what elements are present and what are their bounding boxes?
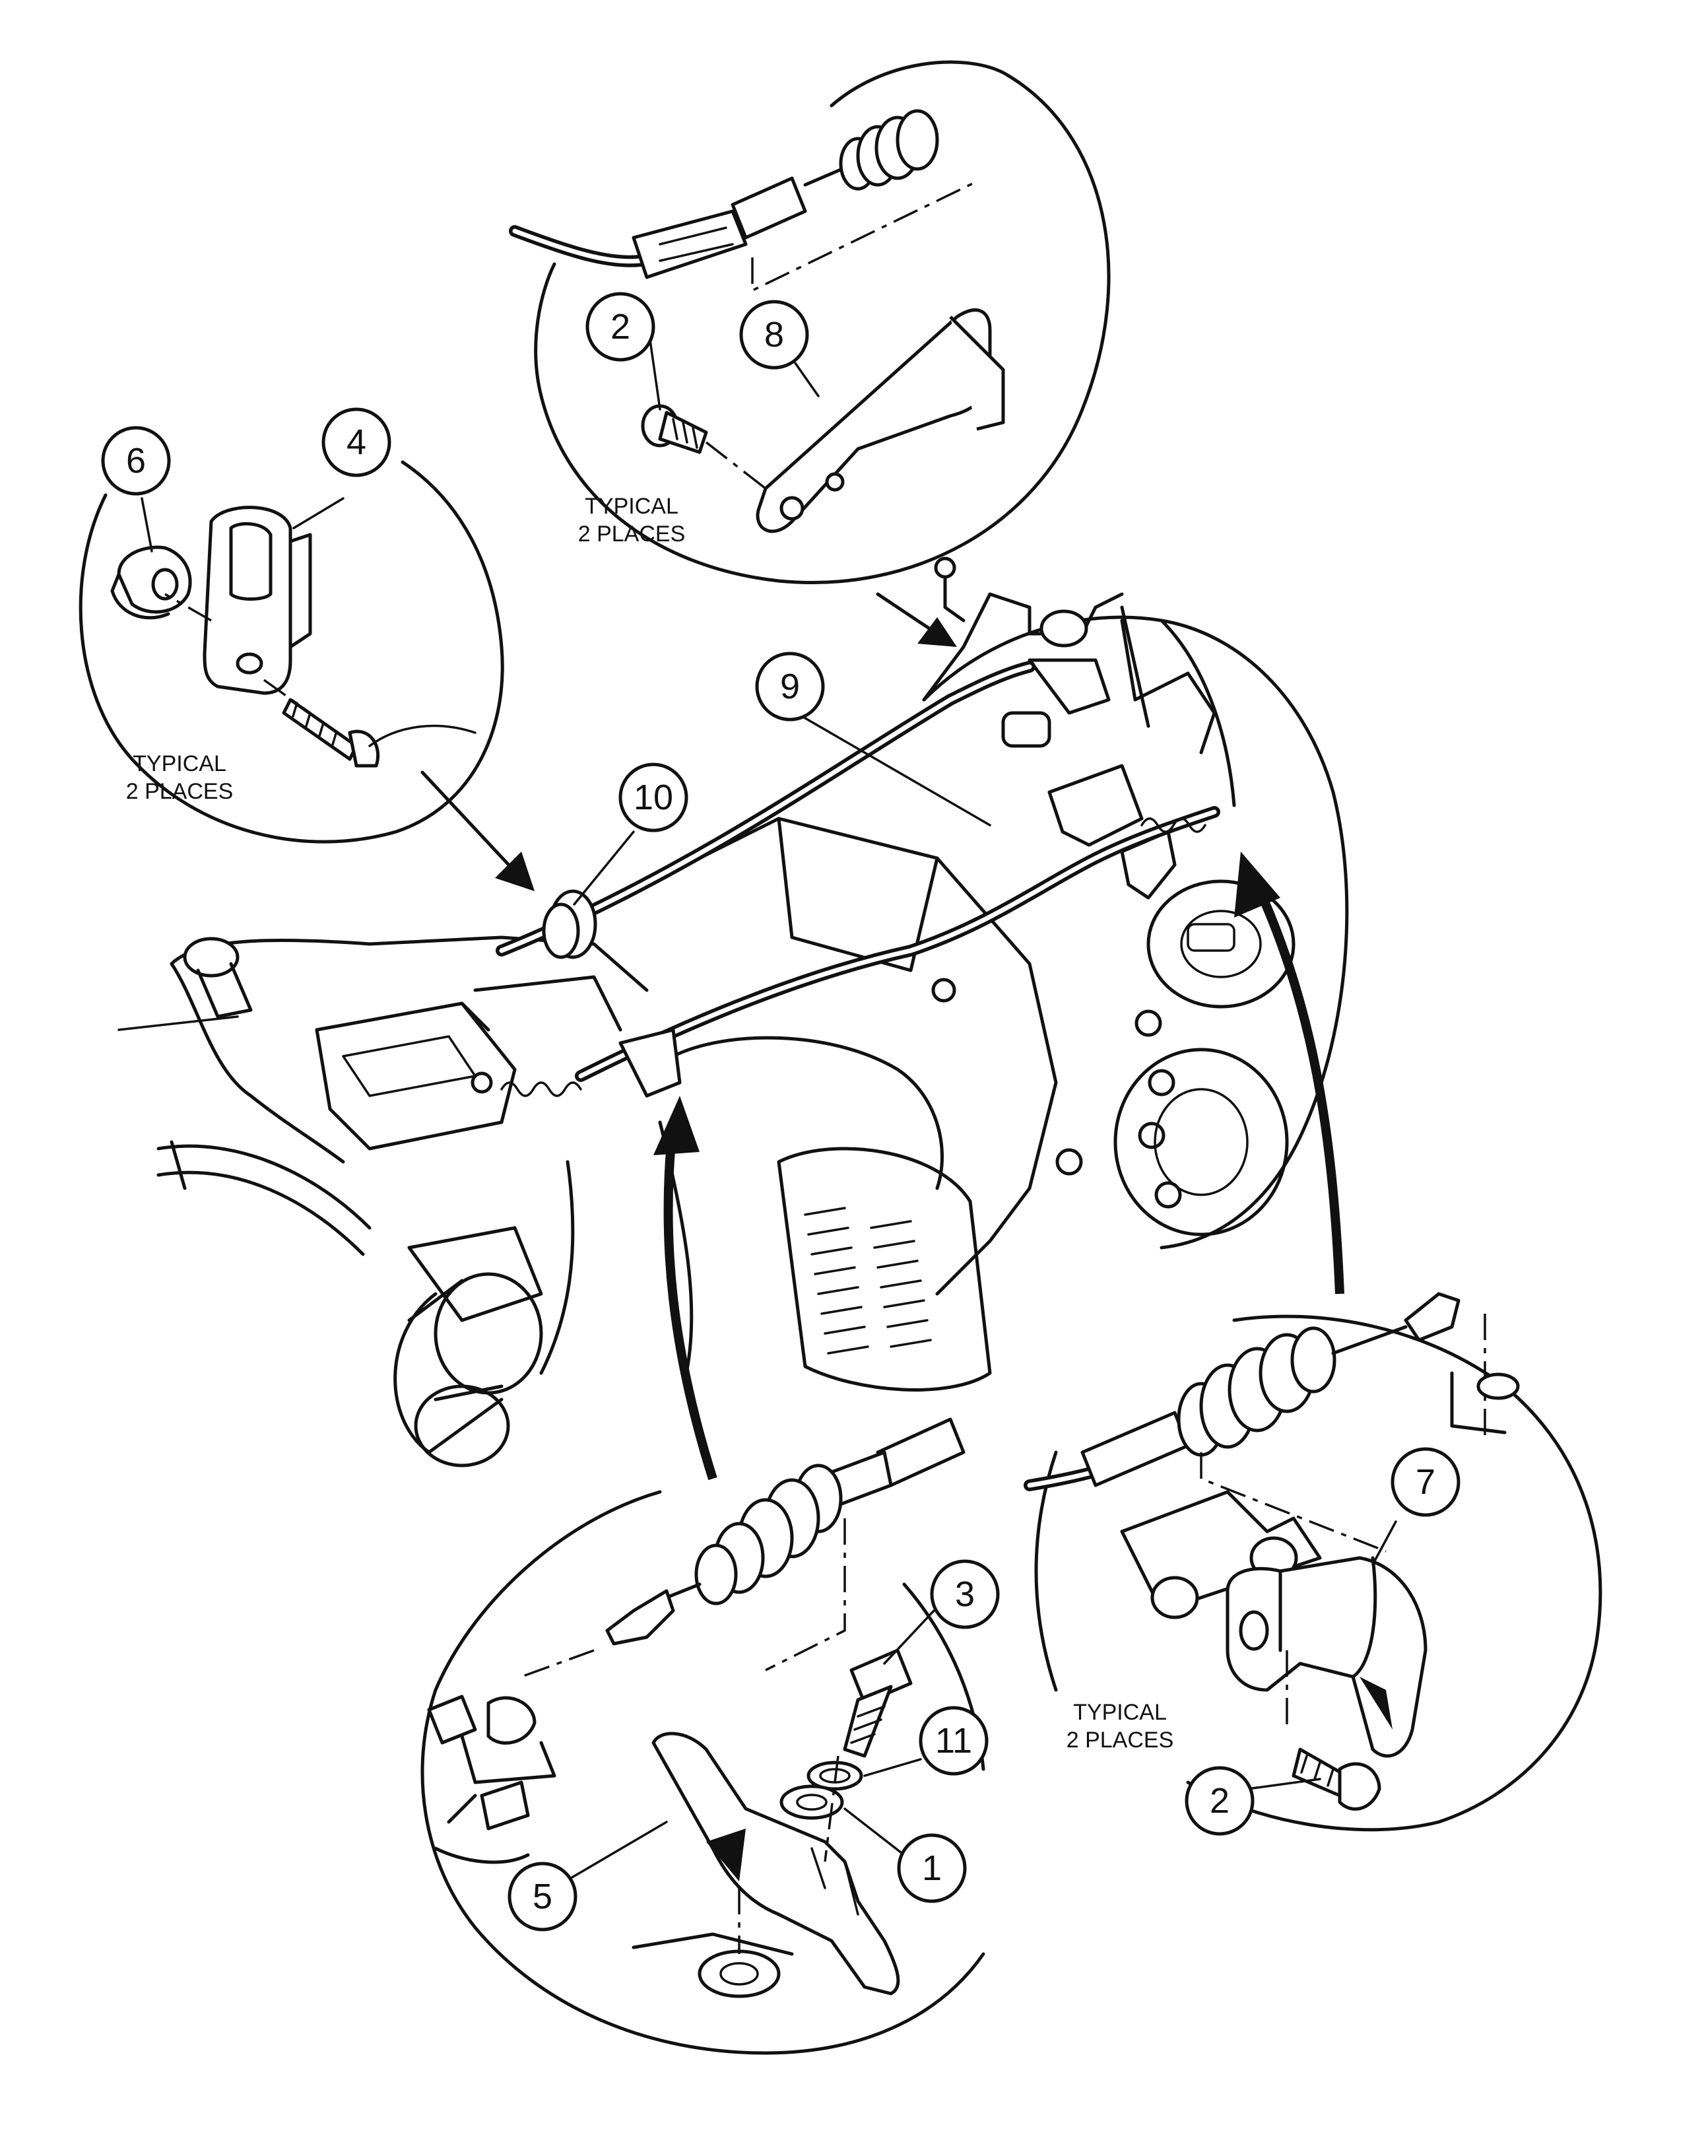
callout-leaders <box>141 339 1397 1879</box>
note-top-line1: TYPICAL <box>585 494 678 519</box>
flange-nut-icon <box>110 545 192 620</box>
callout-6: 6 <box>101 426 171 496</box>
callout-7-label: 7 <box>1416 1462 1435 1502</box>
callout-11-label: 11 <box>935 1721 972 1761</box>
callout-11: 11 <box>919 1706 989 1776</box>
screw-icon <box>1292 1747 1381 1811</box>
callout-6-label: 6 <box>126 441 146 481</box>
bolt-icon <box>843 1648 913 1758</box>
callout-3: 3 <box>930 1559 1000 1629</box>
note-top: TYPICAL 2 PLACES <box>578 494 686 547</box>
callout-3-label: 3 <box>955 1574 975 1614</box>
note-right-line2: 2 PLACES <box>1067 1728 1174 1753</box>
callout-8: 8 <box>739 300 809 370</box>
engine-assembly-illustration <box>117 556 1349 1467</box>
callout-5-label: 5 <box>533 1877 552 1916</box>
callout-2-top: 2 <box>585 292 655 362</box>
callout-8-label: 8 <box>764 315 784 354</box>
detail-circle-left <box>79 460 504 844</box>
callout-7: 7 <box>1391 1447 1461 1517</box>
callout-1-label: 1 <box>922 1848 942 1888</box>
note-top-line2: 2 PLACES <box>578 522 686 547</box>
callout-5: 5 <box>508 1862 577 1932</box>
callout-2-top-label: 2 <box>610 307 630 347</box>
callout-9: 9 <box>755 652 825 722</box>
callout-9-label: 9 <box>780 667 800 706</box>
callout-2-right: 2 <box>1185 1766 1255 1836</box>
detail-circle-top <box>509 60 1111 585</box>
detail-circle-right <box>1024 1292 1602 1832</box>
note-right: TYPICAL 2 PLACES <box>1067 1700 1174 1753</box>
callout-4-label: 4 <box>346 422 366 462</box>
note-left: TYPICAL 2 PLACES <box>126 751 234 804</box>
note-left-line1: TYPICAL <box>133 751 226 776</box>
note-left-line2: 2 PLACES <box>126 779 234 804</box>
leader-arrows <box>420 592 1344 1481</box>
callout-4: 4 <box>321 407 391 477</box>
callout-10-label: 10 <box>634 778 673 817</box>
callout-2-right-label: 2 <box>1210 1781 1230 1821</box>
detail-circle-bottom <box>420 1417 985 2055</box>
note-right-line1: TYPICAL <box>1073 1700 1167 1725</box>
screw-icon <box>641 404 708 454</box>
callout-1: 1 <box>897 1833 967 1903</box>
callout-10: 10 <box>618 762 688 832</box>
